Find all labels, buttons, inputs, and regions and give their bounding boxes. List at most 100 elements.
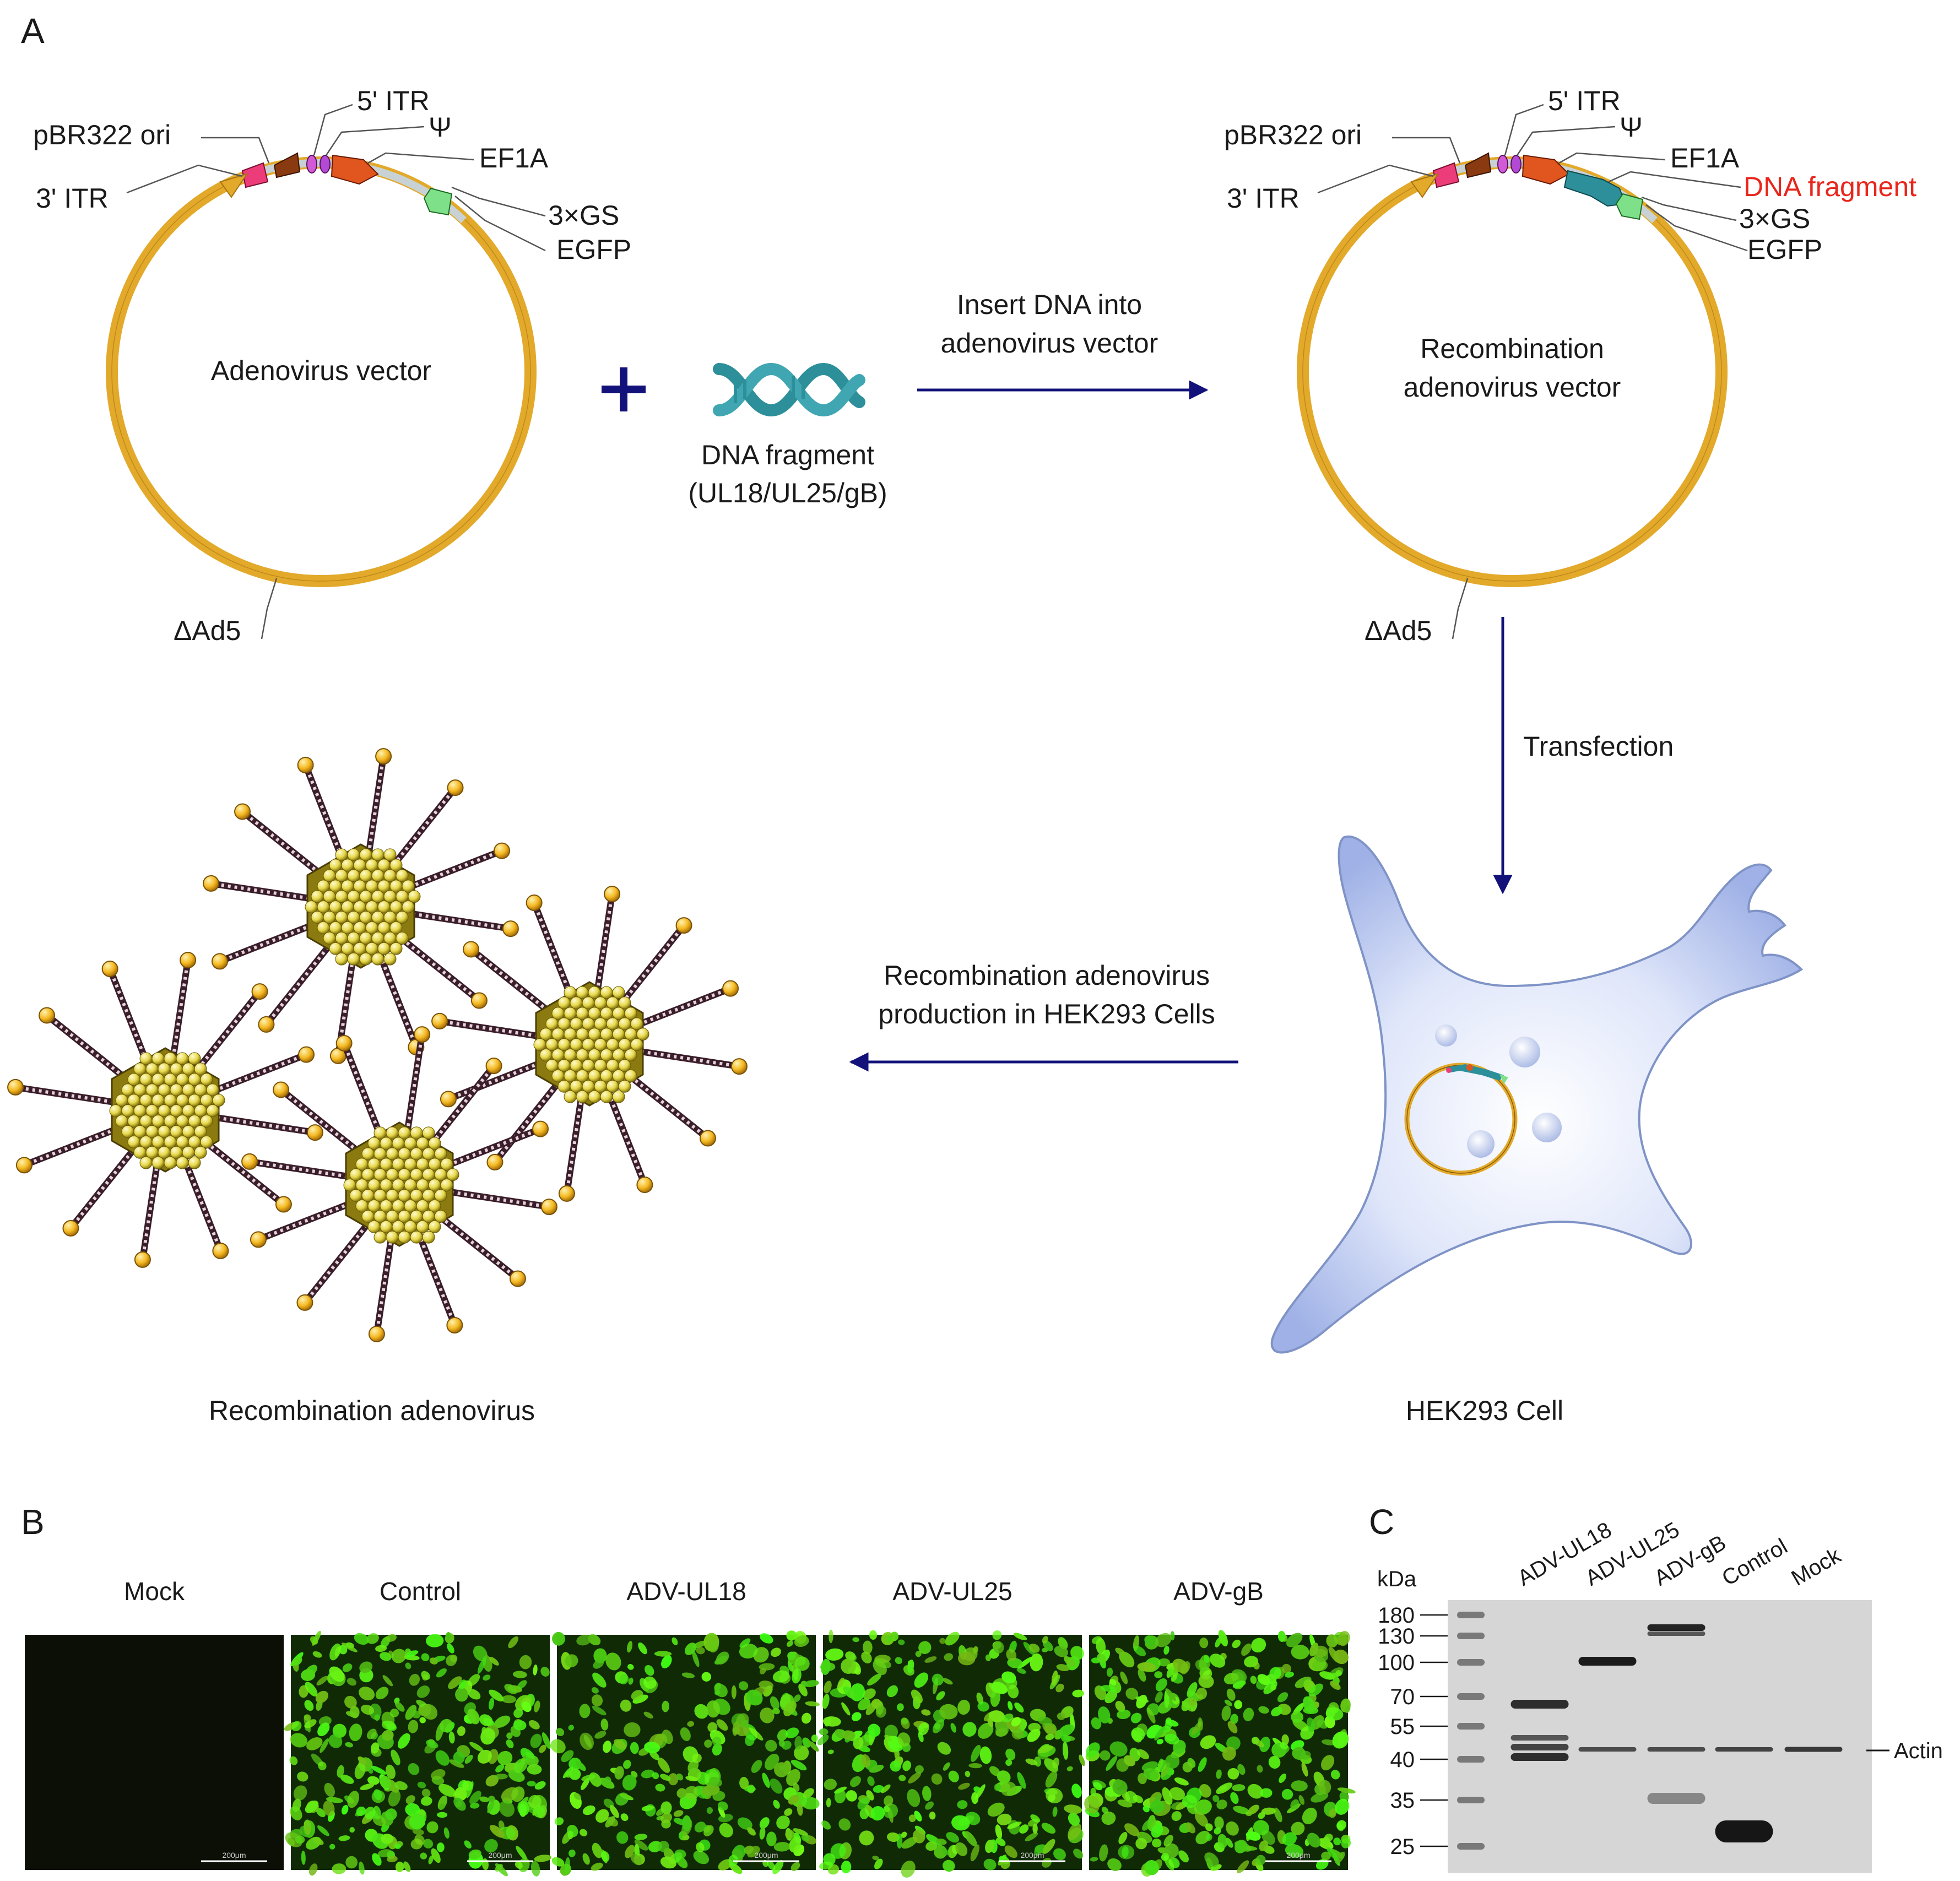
capsomer bbox=[145, 1083, 159, 1097]
capsomer bbox=[365, 880, 378, 893]
protein-band bbox=[1784, 1747, 1843, 1752]
cell-signal bbox=[948, 1770, 959, 1782]
cell-signal bbox=[1285, 1672, 1295, 1678]
capsomer bbox=[367, 1220, 381, 1233]
cell-signal bbox=[316, 1808, 326, 1818]
cell-signal bbox=[914, 1810, 922, 1822]
cell-signal bbox=[438, 1784, 456, 1797]
cell-signal bbox=[696, 1647, 705, 1655]
cell-signal bbox=[1016, 1668, 1026, 1674]
ladder-mark-label: 25 bbox=[1390, 1835, 1415, 1859]
cell-signal bbox=[785, 1830, 795, 1839]
fiber-knob bbox=[604, 886, 621, 903]
cell-signal bbox=[738, 1681, 749, 1690]
cell-signal bbox=[638, 1642, 647, 1655]
cell-signal bbox=[1007, 1684, 1019, 1699]
capsomer bbox=[404, 1179, 417, 1191]
cell-signal bbox=[759, 1826, 766, 1840]
cell-signal bbox=[1226, 1821, 1239, 1836]
cell-signal bbox=[525, 1752, 535, 1759]
capsomer bbox=[133, 1083, 147, 1097]
capsomer bbox=[422, 1189, 435, 1202]
cell-signal bbox=[951, 1815, 970, 1831]
cell-signal bbox=[1000, 1781, 1017, 1797]
capsomer bbox=[612, 1090, 625, 1103]
cell-signal bbox=[562, 1766, 573, 1779]
fiber-knob bbox=[250, 1231, 267, 1248]
capsomer bbox=[188, 1094, 201, 1107]
protein-band bbox=[1510, 1700, 1569, 1709]
cell-signal bbox=[1101, 1811, 1116, 1825]
cell-signal bbox=[329, 1643, 342, 1661]
cell-signal bbox=[468, 1849, 481, 1860]
capsomer bbox=[188, 1073, 201, 1086]
cell-signal bbox=[1090, 1857, 1098, 1862]
cell-signal bbox=[1322, 1836, 1330, 1847]
ladder-band bbox=[1457, 1693, 1485, 1700]
cell-signal bbox=[581, 1774, 596, 1781]
capsomer bbox=[600, 1090, 613, 1103]
cell-signal bbox=[527, 1764, 542, 1775]
cell-signal bbox=[1178, 1850, 1189, 1863]
capsomer bbox=[365, 921, 378, 934]
cell-signal bbox=[527, 1781, 536, 1787]
insert-arrow-label-2: adenovirus vector bbox=[941, 328, 1158, 359]
cell-signal bbox=[859, 1808, 869, 1819]
cell-signal bbox=[344, 1695, 357, 1709]
capsomer bbox=[353, 901, 366, 913]
fiber-spike bbox=[44, 1012, 128, 1081]
cell-signal bbox=[620, 1813, 629, 1822]
capsomer bbox=[359, 952, 372, 966]
protein-band bbox=[1578, 1747, 1637, 1752]
capsomer bbox=[355, 1158, 369, 1171]
cell-signal bbox=[1097, 1653, 1106, 1663]
cell-signal bbox=[976, 1692, 984, 1705]
capsomer bbox=[383, 869, 397, 882]
cell-signal bbox=[1122, 1846, 1129, 1858]
cell-signal bbox=[375, 1687, 389, 1700]
cell-signal bbox=[785, 1727, 799, 1738]
capsomer bbox=[115, 1094, 128, 1107]
fiber-knob bbox=[297, 756, 314, 773]
fiber-spike bbox=[181, 1155, 224, 1255]
capsomer bbox=[170, 1063, 183, 1076]
cell-signal bbox=[802, 1712, 811, 1724]
cell-signal bbox=[628, 1677, 634, 1685]
cell-signal bbox=[373, 1806, 381, 1820]
cell-signal bbox=[1251, 1638, 1266, 1653]
cell-signal bbox=[304, 1665, 317, 1677]
cell-signal bbox=[470, 1802, 480, 1809]
cell-signal bbox=[385, 1808, 397, 1820]
recomb-label-psi: Ψ bbox=[1620, 112, 1643, 143]
capsomer bbox=[329, 901, 342, 913]
fiber-spike bbox=[208, 880, 313, 902]
cell-signal bbox=[367, 1767, 373, 1774]
capsomer bbox=[564, 1028, 577, 1041]
capsomer bbox=[600, 1069, 613, 1082]
fiber-spike bbox=[619, 922, 687, 1006]
cell-signal bbox=[983, 1858, 997, 1871]
capsomer bbox=[410, 1210, 423, 1223]
cell-signal bbox=[370, 1765, 387, 1775]
cell-signal bbox=[1155, 1691, 1163, 1703]
capsomer bbox=[139, 1094, 153, 1107]
cell-signal bbox=[605, 1652, 621, 1671]
capsomer bbox=[588, 986, 601, 999]
fiber-spike bbox=[302, 761, 345, 861]
cell-signal bbox=[1157, 1658, 1170, 1667]
cell-signal bbox=[860, 1754, 871, 1768]
cell-signal bbox=[410, 1710, 421, 1719]
cell-signal bbox=[870, 1806, 885, 1821]
cell-signal bbox=[626, 1641, 633, 1653]
production-label-2: production in HEK293 Cells bbox=[878, 999, 1215, 1029]
capsomer bbox=[170, 1104, 183, 1117]
cell-signal bbox=[579, 1829, 588, 1836]
recomb-itr-3-feature-icon bbox=[1432, 162, 1460, 188]
cell-signal bbox=[405, 1662, 412, 1669]
cell-signal bbox=[971, 1792, 979, 1804]
cell-signal bbox=[804, 1680, 819, 1688]
cell-signal bbox=[1237, 1764, 1246, 1775]
cell-signal bbox=[915, 1651, 922, 1657]
cell-signal bbox=[1312, 1660, 1328, 1672]
capsomer bbox=[386, 1189, 399, 1202]
